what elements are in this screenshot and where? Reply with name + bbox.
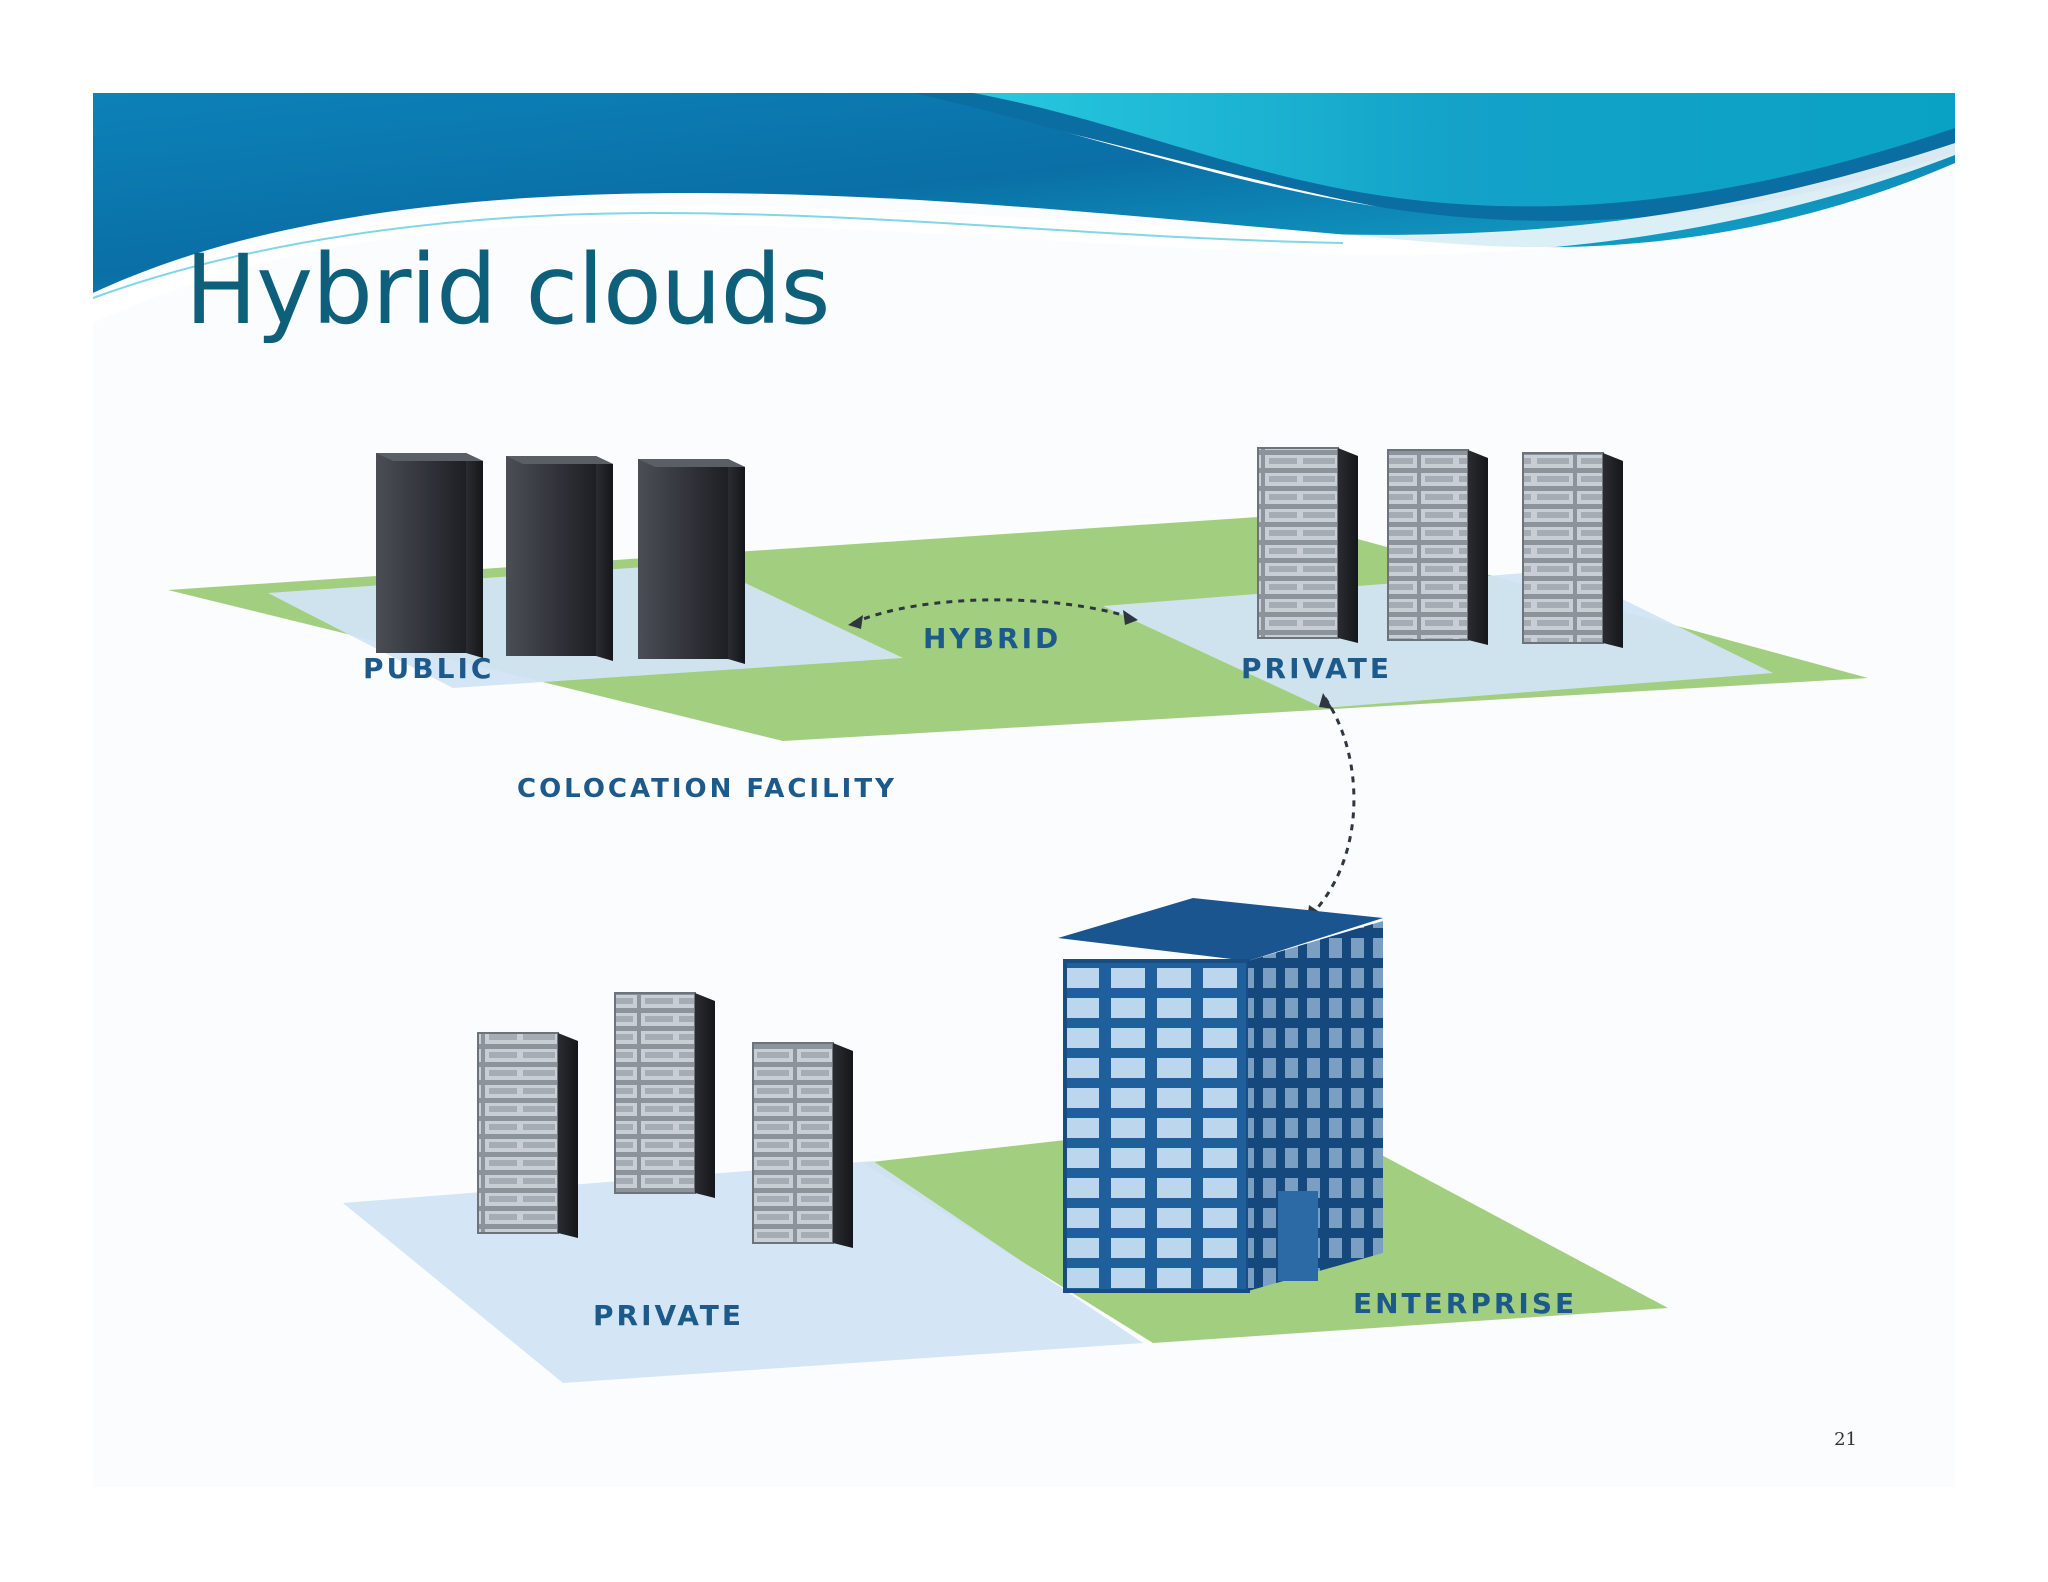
label-hybrid: HYBRID [923,622,1061,655]
label-private-top: PRIVATE [1241,652,1392,685]
slide-title: Hybrid clouds [185,234,831,346]
label-public: PUBLIC [363,652,494,685]
label-enterprise: ENTERPRISE [1353,1287,1577,1320]
public-server-rack [638,459,745,664]
label-private-bottom: PRIVATE [593,1299,744,1332]
label-colocation-facility: COLOCATION FACILITY [517,774,897,804]
private-server-rack [1257,447,1358,643]
enterprise-building [1058,898,1383,1293]
arrowhead-icon [848,615,863,629]
public-server-rack [506,456,613,661]
page-number: 21 [1834,1429,1857,1450]
private-server-rack [1522,452,1623,648]
private-server-rack [477,1032,578,1238]
private-server-rack [752,1042,853,1248]
public-server-rack [376,453,483,658]
arrowhead-icon [1123,610,1138,625]
slide: Hybrid clouds [93,93,1955,1487]
private-server-rack [614,992,715,1198]
enterprise-connector-arrow [1311,697,1356,915]
private-server-rack [1387,449,1488,645]
arrowhead-icon [1319,693,1333,709]
hybrid-cloud-diagram: PUBLIC HYBRID PRIVATE COLOCATION FACILIT… [168,447,1868,1383]
header-banner [93,93,1955,323]
